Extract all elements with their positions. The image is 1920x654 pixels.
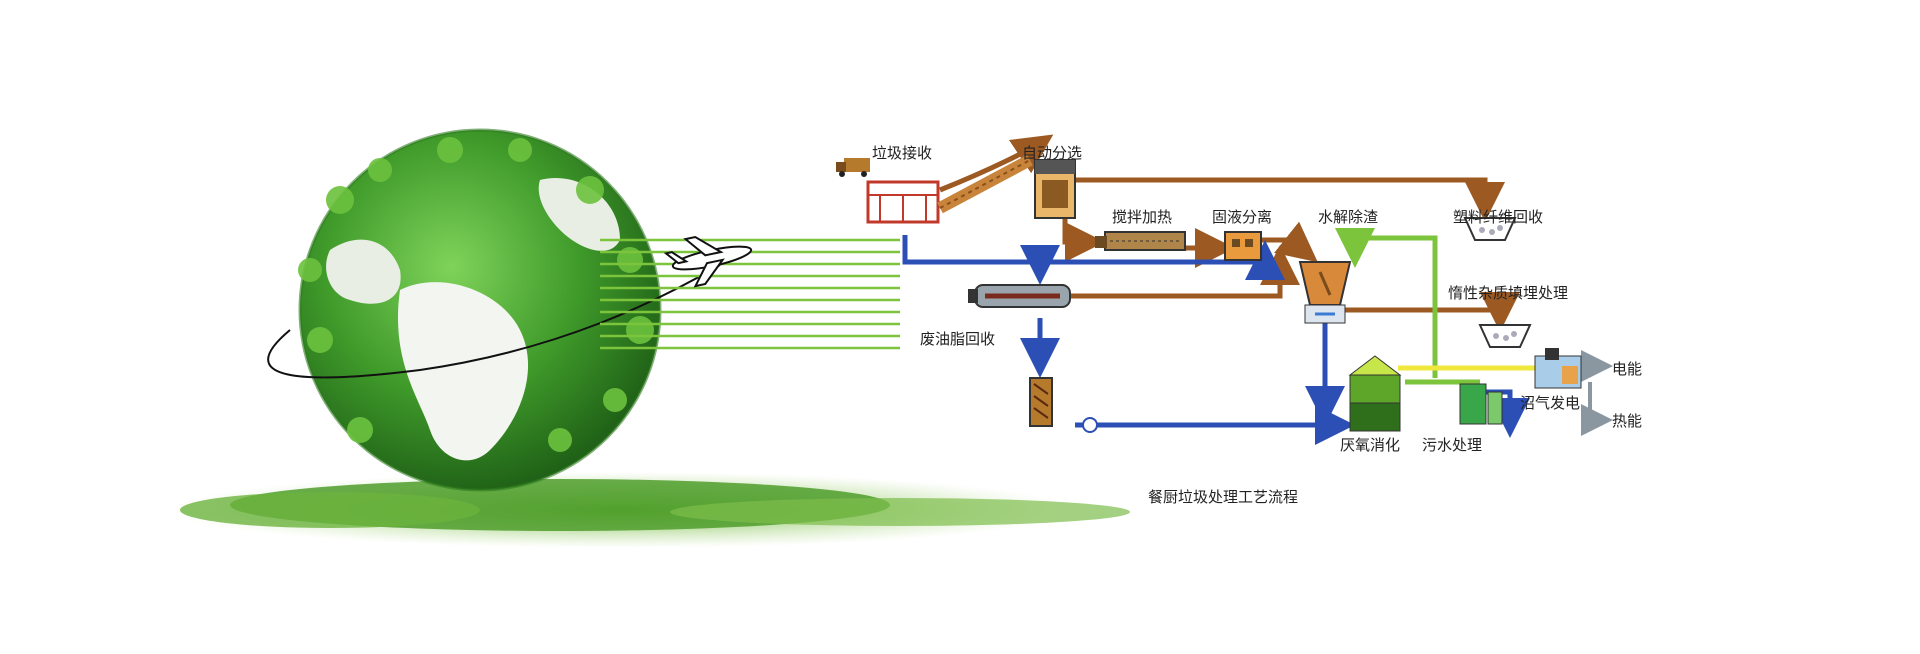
airplane-icon bbox=[663, 235, 753, 288]
label-solid-liquid: 固液分离 bbox=[1212, 208, 1273, 226]
biogas-generator bbox=[1534, 348, 1582, 389]
speed-lines bbox=[600, 238, 900, 350]
label-anaerobic: 厌氧消化 bbox=[1340, 436, 1401, 454]
sewage-unit bbox=[1459, 383, 1503, 425]
label-heat: 热能 bbox=[1612, 412, 1643, 430]
process-flow bbox=[836, 134, 1613, 445]
conveyor bbox=[937, 154, 1033, 214]
label-biogas-power: 沼气发电 bbox=[1520, 394, 1581, 412]
label-mix-heat: 搅拌加热 bbox=[1112, 208, 1173, 226]
label-hydrolysis: 水解除渣 bbox=[1318, 208, 1379, 226]
diagram-caption: 餐厨垃圾处理工艺流程 bbox=[1148, 488, 1299, 506]
label-sort: 自动分选 bbox=[1022, 144, 1083, 162]
truck-icon bbox=[836, 158, 870, 177]
label-electricity: 电能 bbox=[1612, 360, 1643, 378]
plastic-fiber-bin bbox=[1463, 217, 1517, 241]
globe-illustration bbox=[298, 128, 662, 492]
label-sewage: 污水处理 bbox=[1422, 436, 1483, 454]
mixer-heater bbox=[1095, 231, 1186, 251]
label-plastic-fiber: 塑料纤维回收 bbox=[1453, 208, 1544, 226]
grass-illustration bbox=[170, 472, 1130, 548]
oil-centrifuge bbox=[968, 284, 1071, 308]
inert-landfill-bin bbox=[1478, 324, 1532, 348]
label-oil-recovery: 废油脂回收 bbox=[920, 330, 996, 348]
sorter-unit bbox=[1034, 159, 1076, 219]
label-inert-landfill: 惰性杂质填埋处理 bbox=[1448, 284, 1569, 302]
hydrolysis-tank bbox=[1298, 261, 1352, 324]
label-receive: 垃圾接收 bbox=[872, 144, 933, 162]
receive-hopper bbox=[866, 180, 940, 224]
screw-press bbox=[1029, 377, 1053, 427]
anaerobic-digester bbox=[1348, 355, 1402, 432]
separator-unit bbox=[1224, 231, 1262, 261]
